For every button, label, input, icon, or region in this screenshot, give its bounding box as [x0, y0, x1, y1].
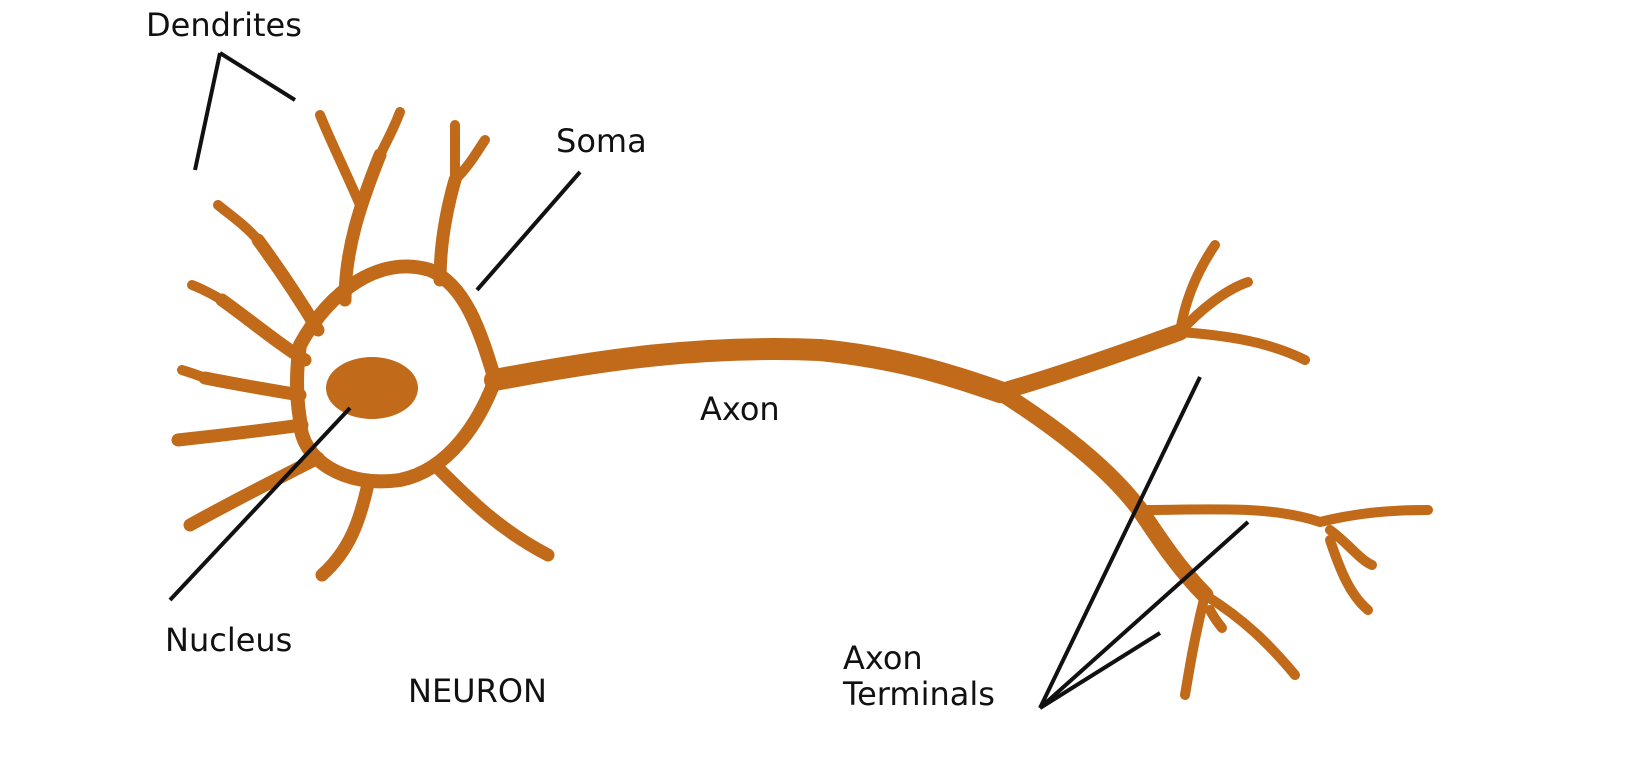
axon-terminals-leader-line-2 [1038, 520, 1250, 710]
diagram-title: NEURON [408, 672, 547, 710]
terminal-bottom-3 [1205, 605, 1227, 633]
nucleus-body [326, 357, 418, 419]
terminal-right-1a [1315, 505, 1433, 527]
nucleus-leader-line [168, 406, 352, 602]
axon-terminals-leader-line-3 [1038, 631, 1162, 710]
dendrite-left-2a [187, 280, 227, 305]
soma-leader-line [475, 170, 582, 292]
dendrites-leader-line-2 [218, 51, 297, 102]
dendrite-left-1 [251, 233, 325, 337]
dendrite-left-4 [171, 418, 309, 447]
terminal-upper-3 [1175, 327, 1310, 365]
dendrites-leader-line-1 [193, 52, 222, 171]
soma-label: Soma [556, 122, 647, 160]
dendrite-left-2 [215, 293, 312, 367]
axon-terminals-label: Axon Terminals [843, 639, 995, 713]
dendrite-bottom-3 [433, 463, 555, 562]
axon-terminals-label-line-1: Axon [843, 639, 923, 677]
dendrite-left-3 [198, 371, 307, 402]
axon-trunk [484, 338, 1011, 403]
axon-label: Axon [700, 390, 780, 428]
nucleus-label: Nucleus [165, 621, 293, 659]
terminal-right-1c [1325, 535, 1373, 615]
terminal-bottom-2 [1200, 590, 1300, 680]
dendrite-top-2 [433, 173, 462, 287]
dendrite-bottom-2 [315, 477, 375, 582]
axon-terminals-label-line-2: Terminals [843, 674, 995, 713]
terminal-bottom-1 [1180, 590, 1210, 700]
dendrite-left-3a [177, 365, 210, 383]
dendrite-bottom-1 [183, 451, 325, 532]
dendrite-top-1b [375, 107, 405, 160]
terminal-right-1b [1325, 525, 1377, 570]
terminal-upper-2 [1175, 277, 1253, 337]
dendrite-top-1a [315, 110, 365, 210]
terminal-upper-1 [1175, 240, 1220, 337]
dendrites-label: Dendrites [146, 6, 302, 44]
dendrite-left-1a [213, 200, 263, 245]
axon-terminals-leader-line-1 [1038, 376, 1202, 709]
axon-upper-branch [991, 323, 1189, 401]
axon-lower-branch [991, 383, 1214, 604]
dendrite-top-1 [338, 148, 387, 307]
dendrite-top-2b [450, 135, 490, 185]
terminal-right-1 [1135, 504, 1325, 527]
